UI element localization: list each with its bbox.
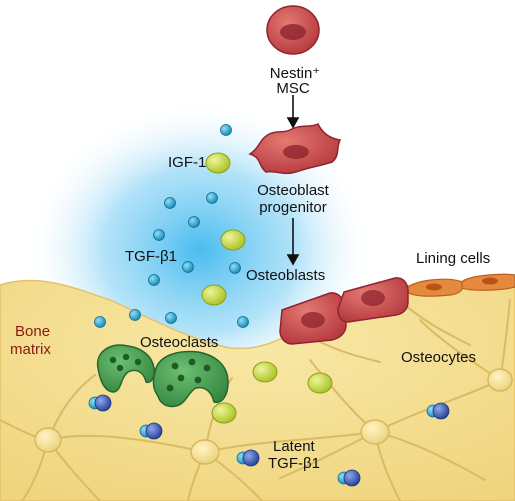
latent-tgf-b1-complexes [88,394,450,487]
arrowhead [286,117,300,129]
igf1-particle [307,372,333,394]
osteoclast-nucleus [203,364,211,372]
tgf-b1-particle [148,274,160,286]
tgf-b1-particle [129,309,141,321]
osteocytes [34,368,513,465]
label-lining-cells: Lining cells [416,250,490,267]
differentiation-arrows [286,95,300,266]
igf1-particle [205,152,231,174]
osteoclast-cell [96,344,156,393]
tgf-b1-particle [153,229,165,241]
label-osteoblast-progenitor-1: Osteoblast [257,182,330,199]
label-tgf-b1: TGF-β1 [125,248,177,265]
tgf-b1-particle [164,197,176,209]
osteoclast-nucleus [166,384,174,392]
osteocyte-cell [360,419,390,445]
osteocyte-cell [190,439,220,465]
osteoclast-nucleus [194,376,202,384]
tgf-b1-particles [94,124,249,328]
osteoclast-nucleus [122,353,130,361]
tgf-b1-particle [182,261,194,273]
osteocyte-cell [487,368,513,392]
label-nestin: Nestin⁺ [270,65,320,82]
tgf-b1-particle [229,262,241,274]
osteoclast-nucleus [116,364,124,372]
latent-tgf-b1-complex [88,394,112,412]
tgf-b1-particle [165,312,177,324]
latent-tgf-b1-complex [236,449,260,467]
tgf-b1-particle [237,316,249,328]
osteoclast-nucleus [134,358,142,366]
label-osteoblast-progenitor-2: progenitor [259,199,327,216]
label-osteoclasts: Osteoclasts [140,334,218,351]
label-bone-matrix-2: matrix [10,341,51,358]
label-msc: MSC [276,80,310,97]
tgf-b1-particle [188,216,200,228]
igf1-particles [201,152,333,424]
osteoblast-nucleus [361,290,385,306]
label-osteoblasts: Osteoblasts [246,267,325,284]
lining-cells [404,273,515,297]
igf1-particle [211,402,237,424]
osteoblasts [279,277,409,345]
osteoclast-nucleus [171,362,179,370]
label-igf1: IGF-1 [168,154,206,171]
label-latent-1: Latent [273,438,316,455]
igf1-particle [252,361,278,383]
latent-tgf-b1-complex [426,402,450,420]
osteocyte-cell [34,427,62,453]
lining-cell-nucleus [426,283,442,291]
label-latent-2: TGF-β1 [268,455,320,472]
latent-tgf-b1-complex [337,469,361,487]
tgf-b1-particle [94,316,106,328]
label-osteocytes: Osteocytes [401,349,476,366]
osteoclast-nucleus [188,358,196,366]
msc-nucleus [280,24,306,40]
osteoclast-nucleus [177,374,185,382]
tgf-b1-particle [220,124,232,136]
tgf-b1-particle [206,192,218,204]
osteoblast-nucleus [301,312,325,328]
arrowhead [286,254,300,266]
osteoclast-nucleus [109,356,117,364]
igf1-particle [220,229,246,251]
latent-tgf-b1-complex [139,422,163,440]
lining-cell-nucleus [482,277,498,285]
label-bone-matrix-1: Bone [15,323,50,340]
osteoclasts [96,344,229,408]
nestin-msc-cell [266,5,320,55]
osteoblast-progenitor-cell [248,122,342,175]
progenitor-nucleus [283,145,309,159]
igf1-particle [201,284,227,306]
